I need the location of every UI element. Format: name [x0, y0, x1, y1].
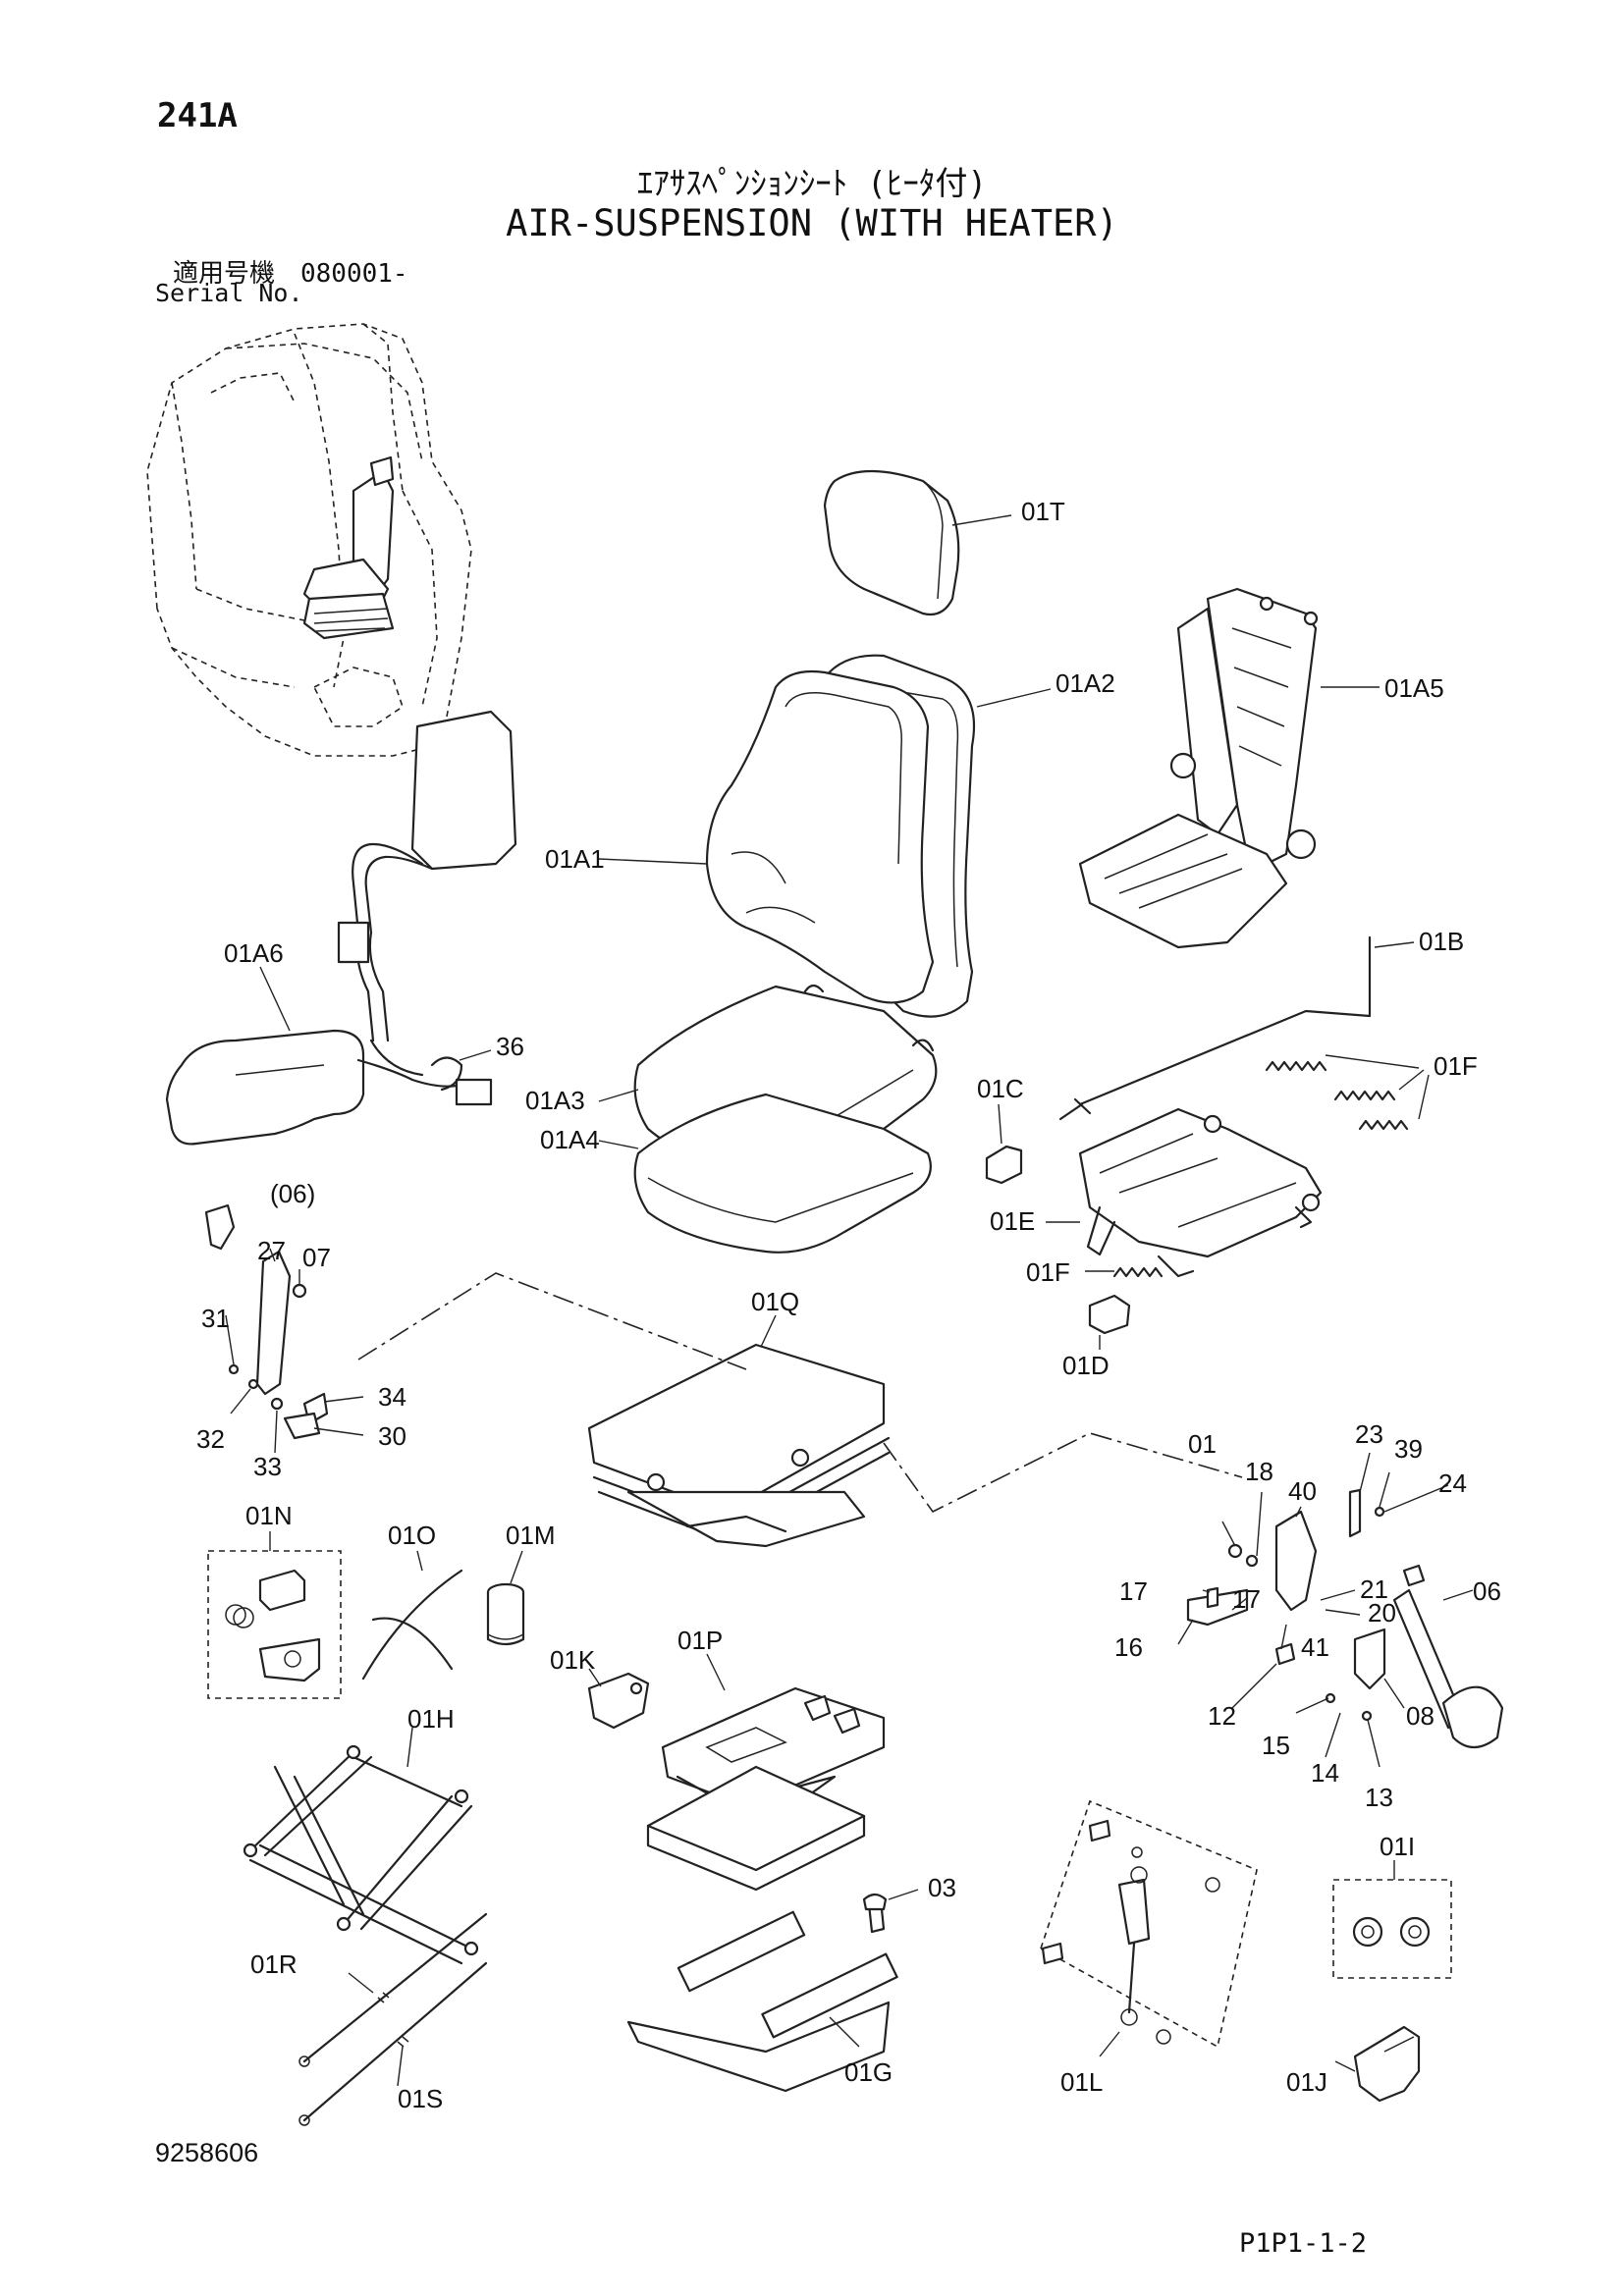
label-32: 32 — [196, 1424, 225, 1454]
serial-label-english: Serial No. — [155, 279, 303, 307]
label-34: 34 — [378, 1382, 406, 1412]
label-01I: 01I — [1380, 1832, 1415, 1861]
label-01H: 01H — [407, 1704, 455, 1734]
title-english: AIR-SUSPENSION (WITH HEATER) — [506, 202, 1118, 244]
label-01A3: 01A3 — [525, 1086, 585, 1115]
label-01O: 01O — [388, 1521, 436, 1550]
label-21: 21 — [1360, 1575, 1388, 1604]
label-30: 30 — [378, 1421, 406, 1451]
label-01A2: 01A2 — [1056, 668, 1115, 698]
hoses-01O — [361, 1550, 463, 1681]
label-01A4: 01A4 — [540, 1125, 600, 1154]
cables-01R-01S — [298, 1912, 488, 2126]
label-01M: 01M — [506, 1521, 556, 1550]
sheet-code: P1P1-1-2 — [1239, 2228, 1368, 2259]
elbow-01J — [1334, 2025, 1421, 2103]
cap-01M — [486, 1550, 525, 1646]
shock-absorber-01L — [1040, 1799, 1258, 2057]
label-39: 39 — [1394, 1434, 1423, 1464]
label-01T: 01T — [1021, 497, 1065, 526]
label-01L: 01L — [1060, 2067, 1103, 2097]
label-01F-lower: 01F — [1026, 1257, 1070, 1287]
suspension-unit-01Q — [587, 1314, 891, 1548]
headrest-01T — [823, 469, 1012, 616]
label-01B: 01B — [1419, 927, 1464, 956]
label-01F-upper: 01F — [1434, 1051, 1478, 1081]
scissor-frame-01H — [243, 1727, 479, 1965]
label-06: 06 — [1473, 1576, 1501, 1606]
label-12: 12 — [1208, 1701, 1236, 1731]
label-01A5: 01A5 — [1384, 673, 1444, 703]
label-01D: 01D — [1062, 1351, 1110, 1380]
label-08: 08 — [1406, 1701, 1435, 1731]
label-01: 01 — [1188, 1429, 1217, 1459]
label-01E: 01E — [990, 1206, 1035, 1236]
page-code: 241A — [157, 96, 238, 135]
label-01Q: 01Q — [751, 1287, 799, 1316]
label-01A6: 01A6 — [224, 938, 284, 968]
label-36: 36 — [496, 1032, 524, 1061]
label-13: 13 — [1365, 1783, 1393, 1812]
seat-base-01A4 — [598, 1093, 932, 1254]
label-06-reference: (06) — [270, 1179, 315, 1208]
kit-01N — [207, 1531, 342, 1699]
label-01R: 01R — [250, 1949, 298, 1979]
knob-01D — [1088, 1294, 1131, 1350]
label-01A1: 01A1 — [545, 844, 605, 874]
label-33: 33 — [253, 1452, 282, 1481]
label-31: 31 — [201, 1304, 230, 1333]
backrest-front-01A1 — [598, 669, 935, 1004]
label-01K: 01K — [550, 1645, 596, 1675]
assembly-link-right — [883, 1432, 1243, 1514]
label-40: 40 — [1288, 1476, 1317, 1506]
label-15: 15 — [1262, 1731, 1290, 1760]
slide-frame-01E — [1046, 1107, 1323, 1278]
label-41: 41 — [1301, 1632, 1329, 1662]
left-bracket-group — [204, 1203, 364, 1454]
right-recliner-group — [1177, 1452, 1504, 1768]
bearings-01I — [1332, 1860, 1452, 1979]
label-24: 24 — [1438, 1468, 1467, 1498]
label-01J: 01J — [1286, 2067, 1327, 2097]
bracket-01K — [587, 1668, 650, 1730]
label-01N: 01N — [245, 1501, 293, 1530]
label-17-b: 17 — [1232, 1584, 1261, 1614]
title-japanese: ｴｱｻｽﾍﾟﾝｼｮﾝｼｰﾄ (ﾋｰﾀ付) — [636, 164, 988, 202]
label-01G: 01G — [844, 2057, 893, 2087]
label-27: 27 — [257, 1236, 286, 1265]
assembly-link-left — [357, 1272, 747, 1370]
backrest-frame-01A5 — [1078, 587, 1380, 949]
serial-label-japanese: 適用号機 080001- — [173, 259, 408, 289]
label-18: 18 — [1245, 1457, 1273, 1486]
air-tube-01G — [626, 1889, 919, 2093]
cab-overview — [146, 323, 472, 757]
label-14: 14 — [1311, 1758, 1339, 1788]
label-07: 07 — [302, 1243, 331, 1272]
adjust-rod-01B — [1058, 935, 1415, 1121]
label-01C: 01C — [977, 1074, 1024, 1103]
heater-pad-01A6 — [165, 710, 517, 1146]
label-17-a: 17 — [1119, 1576, 1148, 1606]
label-01P: 01P — [677, 1626, 723, 1655]
part-labels: 01T 01A2 01A5 01A1 01A6 36 01A3 01A4 01B… — [196, 497, 1501, 2113]
document-number: 9258606 — [155, 2138, 259, 2167]
knob-01C — [985, 1103, 1023, 1185]
label-23: 23 — [1355, 1419, 1383, 1449]
label-16: 16 — [1114, 1632, 1143, 1662]
label-03: 03 — [928, 1873, 956, 1902]
scissor-base-01P — [646, 1653, 886, 1892]
label-20: 20 — [1368, 1598, 1396, 1628]
springs-01F — [1085, 1054, 1430, 1278]
label-01S: 01S — [398, 2084, 443, 2113]
